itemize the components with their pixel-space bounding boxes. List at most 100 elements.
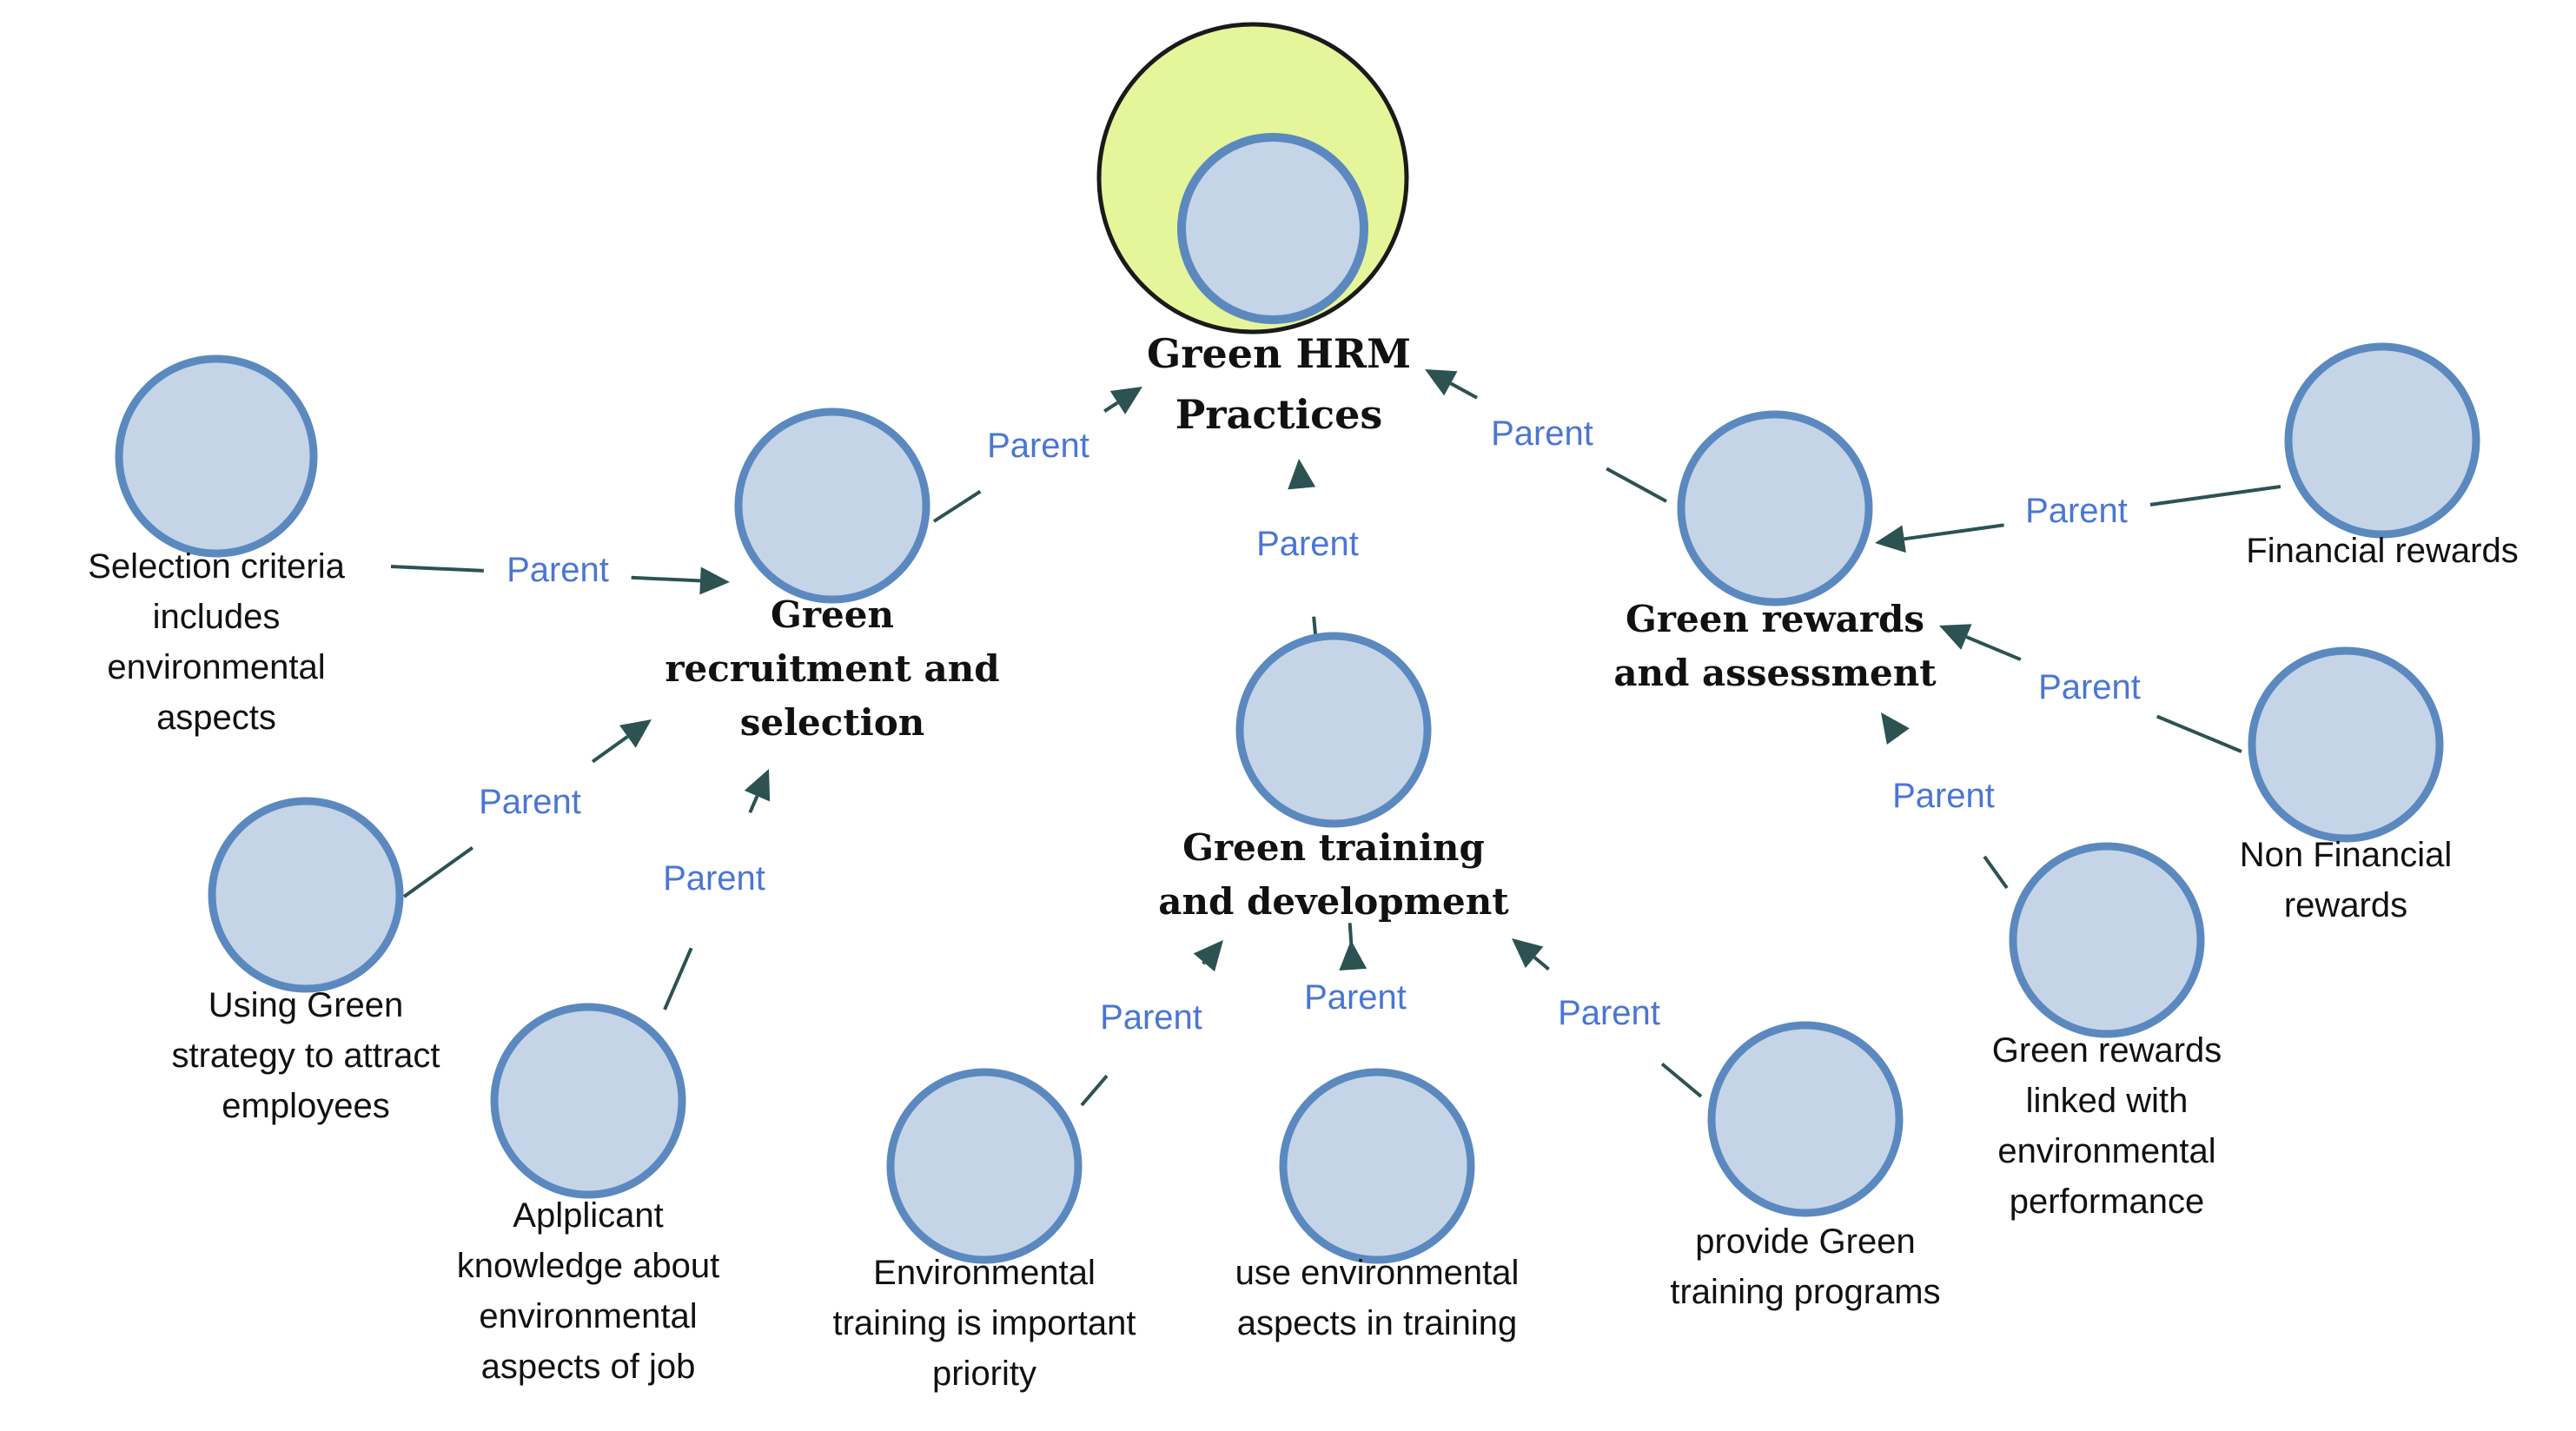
node-circle-using-green-strategy[interactable] [208, 797, 404, 993]
edge-line-provide-green-training [1660, 1062, 1703, 1098]
arrowhead-icon [1881, 712, 1910, 745]
edge-line-using-green-strategy [402, 845, 473, 898]
node-label-green-hrm-practices: Green HRM Practices [1147, 330, 1411, 438]
edge-line-selection-criteria-to-green-recruitment [631, 575, 701, 583]
node-label-line: Non Financial [2240, 836, 2453, 874]
node-label-environmental-training-priority: Environmental training is important priori… [832, 1254, 1136, 1393]
arrowhead-icon [1875, 525, 1906, 553]
node-circle-green-rewards-linked[interactable] [2009, 842, 2205, 1038]
node-label-line: environmental [107, 648, 325, 686]
node-label-provide-green-training: provide Green training programs [1670, 1222, 1940, 1311]
node-label-line: Green [771, 593, 894, 636]
node-label-line: Environmental [873, 1254, 1096, 1292]
arrowhead-icon [619, 719, 652, 748]
node-circle-financial-rewards[interactable] [2284, 342, 2480, 539]
edge-line-green-rewards-linked [1983, 855, 2009, 890]
edge-label-green-recruitment: Parent [987, 427, 1089, 465]
node-label-line: and assessment [1613, 652, 1937, 694]
arrowhead-icon [1425, 369, 1458, 396]
node-label-line: performance [2010, 1183, 2205, 1221]
node-label-line: aspects [156, 699, 276, 737]
edge-line-provide-green-training-to-green-training [1533, 956, 1550, 971]
node-label-line: priority [932, 1355, 1036, 1393]
node-circle-use-environmental-aspects[interactable] [1279, 1068, 1475, 1264]
edge-line-financial-rewards [2149, 485, 2281, 507]
arrowhead-icon [1512, 938, 1544, 969]
edge-line-environmental-training-priority [1080, 1074, 1109, 1107]
arrowhead-icon [1109, 387, 1142, 414]
node-label-line: rewards [2284, 886, 2407, 924]
edge-line-green-recruitment [932, 489, 982, 523]
node-label-line: includes [153, 598, 281, 636]
arrowhead-icon [699, 566, 730, 595]
node-label-line: Financial rewards [2246, 532, 2518, 570]
edge-line-non-financial-rewards [2155, 714, 2242, 753]
edge-label-using-green-strategy: Parent [479, 783, 581, 821]
node-label-non-financial-rewards: Non Financial rewards [2240, 836, 2453, 924]
node-circle-selection-criteria[interactable] [115, 354, 318, 558]
edge-line-environmental-training-priority-to-green-training [1202, 961, 1206, 965]
node-label-selection-criteria: Selection criteria includes environmental a… [88, 547, 345, 737]
arrowhead-icon [744, 769, 771, 802]
node-circle-green-recruitment[interactable] [734, 407, 930, 604]
node-circle-provide-green-training[interactable] [1707, 1021, 1904, 1217]
node-label-line: linked with [2026, 1082, 2189, 1120]
node-circle-non-financial-rewards[interactable] [2248, 646, 2444, 843]
edge-label-non-financial-rewards: Parent [2038, 668, 2141, 706]
node-label-line: environmental [1997, 1132, 2215, 1170]
edges-layer [390, 369, 2281, 1107]
edge-label-green-rewards: Parent [1491, 414, 1593, 453]
node-circle-green-rewards[interactable] [1677, 410, 1873, 606]
root-node-circle[interactable] [1177, 133, 1368, 324]
node-circle-applicant-knowledge[interactable] [490, 1003, 686, 1199]
node-label-line: selection [740, 701, 925, 744]
node-label-line: Green HRM [1147, 330, 1411, 377]
edge-label-provide-green-training: Parent [1558, 994, 1660, 1032]
node-label-applicant-knowledge: Aplplicant knowledge about environmental as… [457, 1196, 719, 1386]
node-label-green-recruitment: Green recruitment and selection [665, 593, 999, 744]
edge-label-applicant-knowledge: Parent [663, 859, 765, 898]
arrowhead-icon [1339, 940, 1367, 971]
arrowhead-icon [1288, 459, 1316, 490]
edge-label-green-rewards-linked: Parent [1892, 777, 1995, 815]
node-circle-green-training[interactable] [1235, 632, 1432, 828]
node-label-line: training programs [1670, 1273, 1940, 1311]
node-label-green-rewards: Green rewards and assessment [1613, 598, 1937, 694]
node-label-line: Green training [1182, 826, 1485, 869]
edge-line-non-financial-rewards-to-green-rewards [1965, 635, 2022, 661]
node-label-line: knowledge about [457, 1247, 719, 1285]
node-label-use-environmental-aspects: use environmental aspects in training [1235, 1254, 1520, 1342]
node-label-line: Practices [1175, 391, 1383, 438]
node-label-line: Selection criteria [88, 547, 345, 586]
edge-line-selection-criteria [390, 565, 484, 573]
edge-label-environmental-training-priority: Parent [1100, 998, 1202, 1037]
node-circle-environmental-training-priority[interactable] [886, 1068, 1083, 1264]
node-label-line: environmental [479, 1297, 697, 1335]
edge-line-green-rewards [1606, 467, 1667, 503]
edge-label-selection-criteria: Parent [507, 551, 609, 589]
edge-label-use-environmental-aspects: Parent [1304, 978, 1407, 1017]
node-label-line: provide Green [1695, 1222, 1915, 1261]
node-label-line: Aplplicant [513, 1196, 663, 1235]
node-label-line: aspects of job [481, 1348, 696, 1386]
edge-line-applicant-knowledge-to-green-recruitment [748, 795, 759, 814]
node-label-line: training is important [832, 1304, 1136, 1342]
node-label-line: recruitment and [665, 647, 999, 690]
node-label-line: Green rewards [1626, 598, 1924, 640]
edge-label-green-training: Parent [1256, 525, 1359, 563]
node-label-line: use environmental [1235, 1254, 1520, 1292]
node-label-line: strategy to attract [171, 1037, 440, 1075]
nodes-layer [115, 22, 2480, 1264]
arrowhead-icon [1193, 940, 1223, 972]
node-label-financial-rewards: Financial rewards [2246, 532, 2518, 570]
edge-line-green-rewards-to-green-hrm-practices [1449, 381, 1479, 400]
node-label-line: aspects in training [1237, 1304, 1517, 1342]
node-label-line: and development [1158, 880, 1509, 923]
edge-line-green-recruitment-to-green-hrm-practices [1103, 401, 1119, 413]
edge-line-using-green-strategy-to-green-recruitment [591, 735, 629, 764]
arrowhead-icon [1939, 624, 1972, 650]
